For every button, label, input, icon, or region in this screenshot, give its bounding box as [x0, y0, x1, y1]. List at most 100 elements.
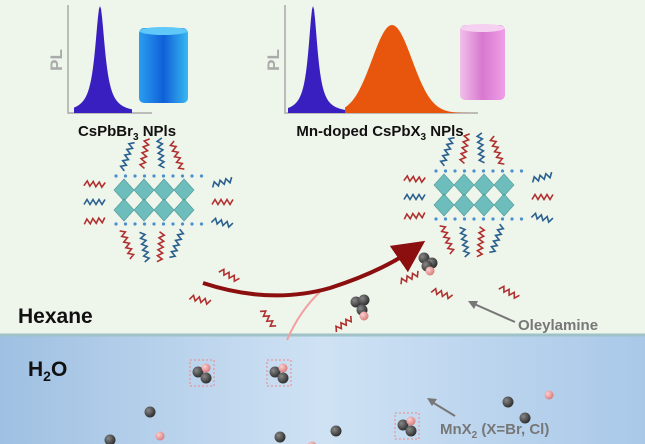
- pbx6-octahedron: [453, 173, 475, 197]
- oleylamine-ligand: [400, 270, 419, 285]
- cs-ion: [443, 217, 448, 221]
- oleylamine-ligand: [119, 141, 135, 172]
- salt-pointer: [431, 401, 456, 417]
- oleylamine-ligand: [531, 192, 554, 202]
- reaction-arrow: [202, 240, 426, 298]
- pbx6-octahedron: [473, 173, 495, 197]
- water-phase: [0, 335, 645, 444]
- pbx6-octahedron: [433, 193, 455, 217]
- cs-ion: [199, 222, 204, 226]
- left-caption: CsPbBr3 NPls: [78, 123, 176, 143]
- blue-vial: [139, 27, 188, 103]
- halide-ion: [277, 372, 289, 384]
- halide-ion: [358, 294, 370, 306]
- cs-ion: [171, 222, 175, 226]
- cs-ion: [500, 169, 505, 173]
- cs-ion: [142, 174, 147, 178]
- cs-ion: [481, 217, 486, 221]
- cs-ion: [453, 217, 457, 221]
- oleylamine-label: Oleylamine: [518, 317, 598, 334]
- cs-ion: [472, 169, 476, 173]
- halide-ion: [502, 396, 514, 408]
- mnx2-highlight-box: [266, 359, 292, 387]
- oleylamine-ligand: [139, 231, 151, 263]
- oleylamine-ligand: [211, 176, 233, 188]
- transfer-line: [286, 289, 323, 341]
- cs-ion: [443, 169, 448, 173]
- undoped-nanoplatelet: [83, 137, 234, 263]
- cs-ion: [190, 174, 194, 178]
- pbx6-octahedron: [113, 198, 135, 222]
- left-pl-plot: PL: [47, 5, 152, 114]
- oleylamine-ligand: [211, 197, 234, 207]
- pink-vial: [460, 24, 505, 100]
- oleylamine-ligand: [403, 174, 426, 184]
- cs-ion: [510, 169, 514, 173]
- oleylamine-ligand: [530, 211, 554, 224]
- orange-mn-emission-peak: [345, 25, 470, 113]
- oleylamine-ligand: [488, 135, 505, 165]
- oleylamine-ligand: [498, 284, 520, 300]
- cs-ion: [152, 222, 156, 226]
- oleylamine-ligand: [138, 138, 151, 170]
- pbx6-octahedron: [493, 173, 515, 197]
- pbx6-octahedron: [153, 198, 175, 222]
- halide-ion: [397, 419, 409, 431]
- oleylamine-ligand: [210, 216, 234, 229]
- oleylamine-ligand: [119, 230, 136, 260]
- cs-ion: [171, 174, 175, 178]
- cs-ion: [491, 169, 495, 173]
- oleylamine-ligand: [475, 226, 486, 258]
- cs-ion: [190, 222, 194, 226]
- oleylamine-ligand: [403, 211, 426, 221]
- cs-ion: [133, 174, 137, 178]
- oleylamine-ligand: [403, 192, 426, 202]
- arrowhead: [427, 398, 437, 406]
- doped-nanoplatelet: [403, 132, 554, 258]
- cs-ion: [500, 217, 505, 221]
- pbx6-octahedron: [173, 198, 195, 222]
- halide-ion: [274, 431, 286, 443]
- pbx6-octahedron: [133, 178, 155, 202]
- mn-ion: [307, 441, 317, 444]
- mn-ion: [278, 363, 288, 373]
- pl-axis-label: PL: [264, 49, 283, 71]
- mnx2-highlight-box: [189, 359, 215, 387]
- oleylamine-ligand: [439, 136, 455, 167]
- halide-ion: [519, 412, 531, 424]
- cs-ion: [161, 222, 166, 226]
- water-label: H2O: [28, 358, 67, 384]
- cs-ion: [519, 217, 524, 221]
- halide-ion: [330, 425, 342, 437]
- pbx6-octahedron: [173, 178, 195, 202]
- oleylamine-ligand: [218, 267, 240, 283]
- cs-ion: [491, 217, 495, 221]
- pbx6-octahedron: [133, 198, 155, 222]
- pbx6-octahedron: [153, 178, 175, 202]
- oleylamine-ligand: [168, 140, 185, 170]
- salt-label: MnX2 (X=Br, Cl): [440, 421, 549, 441]
- oleylamine-ligand: [169, 228, 185, 259]
- cs-ion: [434, 169, 438, 173]
- cs-ion: [114, 174, 118, 178]
- free-oleylamine-ligands: [188, 267, 520, 333]
- oleylamine-ligand: [83, 197, 106, 207]
- halide-ion: [104, 434, 116, 444]
- cs-ion: [123, 222, 128, 226]
- cs-ion: [481, 169, 486, 173]
- cs-ion: [199, 174, 204, 178]
- halide-ion: [269, 366, 281, 378]
- pbx6-octahedron: [433, 173, 455, 197]
- ions: [104, 252, 554, 444]
- oleylamine-ligand: [439, 225, 456, 255]
- arrowhead: [468, 301, 478, 309]
- blue-emission-peak: [74, 6, 132, 113]
- cs-ion: [510, 217, 514, 221]
- mn-ion: [406, 416, 416, 426]
- oleylamine-ligand: [458, 133, 471, 165]
- pbx6-octahedron: [113, 178, 135, 202]
- halide-ion: [200, 372, 212, 384]
- pl-axis-label: PL: [47, 49, 66, 71]
- pbx6-octahedron: [493, 193, 515, 217]
